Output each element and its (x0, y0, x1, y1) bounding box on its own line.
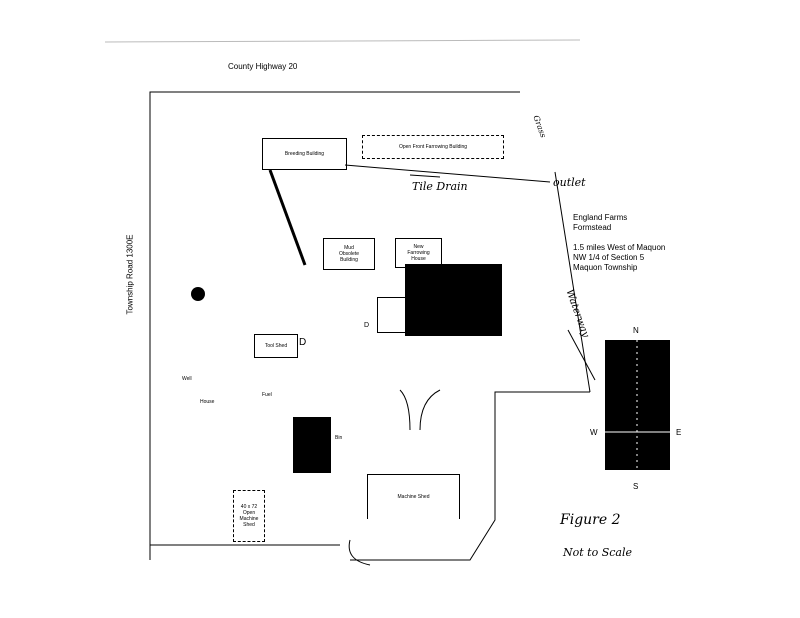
farrowing-label-2: Farrowing (407, 250, 430, 256)
machine-shed-label: Machine Shed (397, 494, 430, 500)
breeding-building: Breeding Building (262, 138, 347, 170)
tool-shed: Tool Shed (254, 334, 298, 358)
tree-marker (191, 287, 205, 301)
annex-building (377, 297, 408, 333)
open-shed-label-4: Shed (243, 522, 255, 528)
breeding-label: Breeding Building (284, 151, 325, 157)
drive-curve (348, 539, 371, 566)
d-marker-2: D (299, 337, 307, 348)
open-shed-label-2: Open (242, 510, 256, 516)
open-front-farrowing-building: Open Front Farrowing Building (362, 135, 504, 159)
location-line: 1.5 miles West of Maquon (573, 243, 666, 252)
scale-note: Not to Scale (563, 546, 632, 559)
chute (268, 169, 307, 266)
township-line: Maquon Township (573, 263, 638, 272)
driveway-edge (350, 391, 590, 561)
property-boundary (149, 91, 520, 560)
open-front-label: Open Front Farrowing Building (398, 144, 468, 150)
obsolete-label-3: Building (340, 257, 358, 263)
waterway-arrow (567, 329, 596, 381)
open-shed-label-3: Machine (239, 516, 259, 522)
section-line: NW 1/4 of Section 5 (573, 253, 645, 262)
farm-name: England Farms (573, 213, 628, 222)
bin-label: Bin (335, 435, 343, 441)
d-marker-1: D (364, 322, 370, 329)
machine-shed: Machine Shed (367, 474, 460, 519)
road-top-label: County Highway 20 (228, 62, 298, 71)
tile-drain-line (344, 164, 551, 183)
open-machine-shed: 40 x 72 Open Machine Shed (233, 490, 265, 542)
tile-drain-arrow (409, 174, 441, 178)
well-label: Well (182, 376, 192, 382)
farm-type: Formstead (573, 223, 612, 232)
figure-label: Figure 2 (560, 512, 621, 528)
lane-curves (399, 389, 441, 431)
obsolete-building: Mud Obsolete Building (323, 238, 375, 270)
bin-building (293, 417, 331, 473)
compass-n: N (633, 326, 639, 335)
open-shed-label-1: 40 x 72 (240, 504, 258, 510)
tile-drain-label: Tile Drain (412, 180, 468, 193)
finishing-building-filled (405, 264, 502, 336)
fuel-label: Fuel (262, 392, 272, 398)
tool-shed-label: Tool Shed (264, 343, 288, 349)
obsolete-label-1: Mud (344, 245, 354, 251)
scan-edge (104, 39, 581, 43)
compass-e: E (676, 428, 682, 437)
house-label: House (200, 399, 215, 405)
outlet-label: outlet (553, 176, 586, 189)
compass-s: S (633, 482, 639, 491)
compass-w: W (590, 428, 598, 437)
farrowing-label-1: New (413, 244, 424, 250)
farrowing-label-3: House (411, 256, 426, 262)
obsolete-label-2: Obsolete (338, 251, 359, 257)
road-left-label: Township Road 1300E (125, 234, 135, 315)
east-boundary (554, 171, 591, 393)
